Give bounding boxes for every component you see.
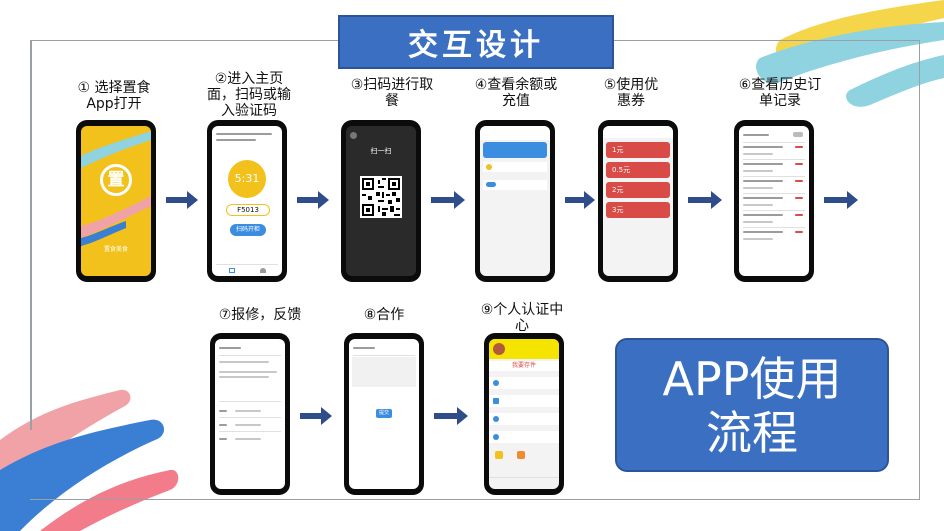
flow-arrow-1	[166, 191, 198, 209]
step-4-label: ④查看余额或充值	[474, 77, 558, 109]
step-6-label: ⑥查看历史订单记录	[738, 77, 822, 109]
shortcut-icon-orange[interactable]	[517, 451, 525, 459]
decorative-brush-bottom-left	[0, 389, 179, 531]
content-frame-left	[30, 40, 32, 430]
splash-logo-text: 置	[107, 170, 125, 190]
recharge-row[interactable]	[483, 180, 547, 190]
shortcut-icon-yellow[interactable]	[495, 451, 503, 459]
scan-header: 扫一扫	[370, 147, 392, 155]
pickup-code: F5013	[226, 204, 270, 216]
phone-splash-screen: 置 置食美食	[76, 120, 156, 282]
feedback-icon	[493, 434, 499, 440]
phone-coupon-screen: 1元 0.5元 2元 3元	[598, 120, 678, 282]
splash-brush-decoration	[81, 131, 151, 246]
step-3-label: ③扫码进行取餐	[350, 77, 434, 109]
splash-logo-circle: 置	[100, 164, 132, 196]
phone-profile-screen: 我要存件	[484, 333, 564, 495]
step-8-label: ⑧合作	[363, 307, 405, 323]
phone-feedback-screen	[210, 333, 290, 495]
coupon-3[interactable]: 2元	[606, 182, 670, 198]
flow-arrow-2	[297, 191, 329, 209]
summary-line-1: APP使用	[662, 352, 842, 406]
phone-scan-screen: 扫一扫	[341, 120, 421, 282]
flow-arrow-5	[688, 191, 722, 209]
user-tab-icon[interactable]	[260, 268, 266, 273]
recharge-tag	[486, 182, 496, 187]
phone-cooperation-screen: 提交	[344, 333, 424, 495]
coupon-2[interactable]: 0.5元	[606, 162, 670, 178]
step-1-label: ① 选择置食 App打开	[77, 80, 151, 112]
qr-code-icon	[360, 176, 402, 218]
step-5-label: ⑤使用优惠券	[603, 77, 659, 109]
cooperation-submit-button[interactable]: 提交	[376, 409, 392, 418]
balance-header	[480, 126, 550, 140]
orders-icon	[493, 416, 499, 422]
step-7-label: ⑦报修，反馈	[218, 307, 302, 323]
countdown-time: 5:31	[234, 172, 260, 185]
flow-arrow-7	[300, 407, 332, 425]
step-2-label: ②进入主页面，扫码或输入验证码	[207, 71, 291, 119]
profile-row-3[interactable]	[489, 413, 559, 425]
splash-slogan: 置食美食	[103, 246, 128, 253]
page-title: 交互设计	[338, 15, 614, 69]
coupon-1[interactable]: 1元	[606, 142, 670, 158]
scan-close-icon[interactable]	[350, 132, 357, 139]
profile-banner[interactable]: 我要存件	[489, 361, 559, 371]
phone-home-screen: 5:31 F5013 扫码开柜	[207, 120, 287, 282]
scan-open-label: 扫码开柜	[235, 226, 260, 233]
video-icon	[493, 398, 499, 404]
countdown-circle: 5:31	[228, 160, 266, 198]
coupon-4[interactable]: 3元	[606, 202, 670, 218]
profile-header	[489, 339, 559, 359]
wallet-icon	[493, 380, 499, 386]
balance-row[interactable]	[483, 162, 547, 172]
balance-coin-icon	[486, 164, 492, 170]
summary-line-2: 流程	[706, 406, 798, 460]
profile-row-2[interactable]	[489, 395, 559, 407]
coupon-header	[603, 126, 673, 138]
phone-orders-screen	[734, 120, 814, 282]
pickup-code-value: F5013	[237, 206, 259, 214]
profile-row-4[interactable]	[489, 431, 559, 443]
cooperation-textarea[interactable]	[352, 357, 416, 387]
phone-balance-screen	[475, 120, 555, 282]
profile-row-1[interactable]	[489, 377, 559, 389]
scan-open-button[interactable]: 扫码开柜	[230, 224, 266, 236]
flow-arrow-4	[565, 191, 595, 209]
home-tab-icon[interactable]	[229, 268, 235, 273]
avatar[interactable]	[493, 343, 505, 355]
app-usage-flow-box: APP使用 流程	[615, 338, 889, 472]
step-9-label: ⑨个人认证中心	[480, 302, 564, 334]
flow-arrow-8	[434, 407, 468, 425]
flow-arrow-6	[824, 191, 858, 209]
balance-card	[483, 142, 547, 158]
flow-arrow-3	[431, 191, 465, 209]
